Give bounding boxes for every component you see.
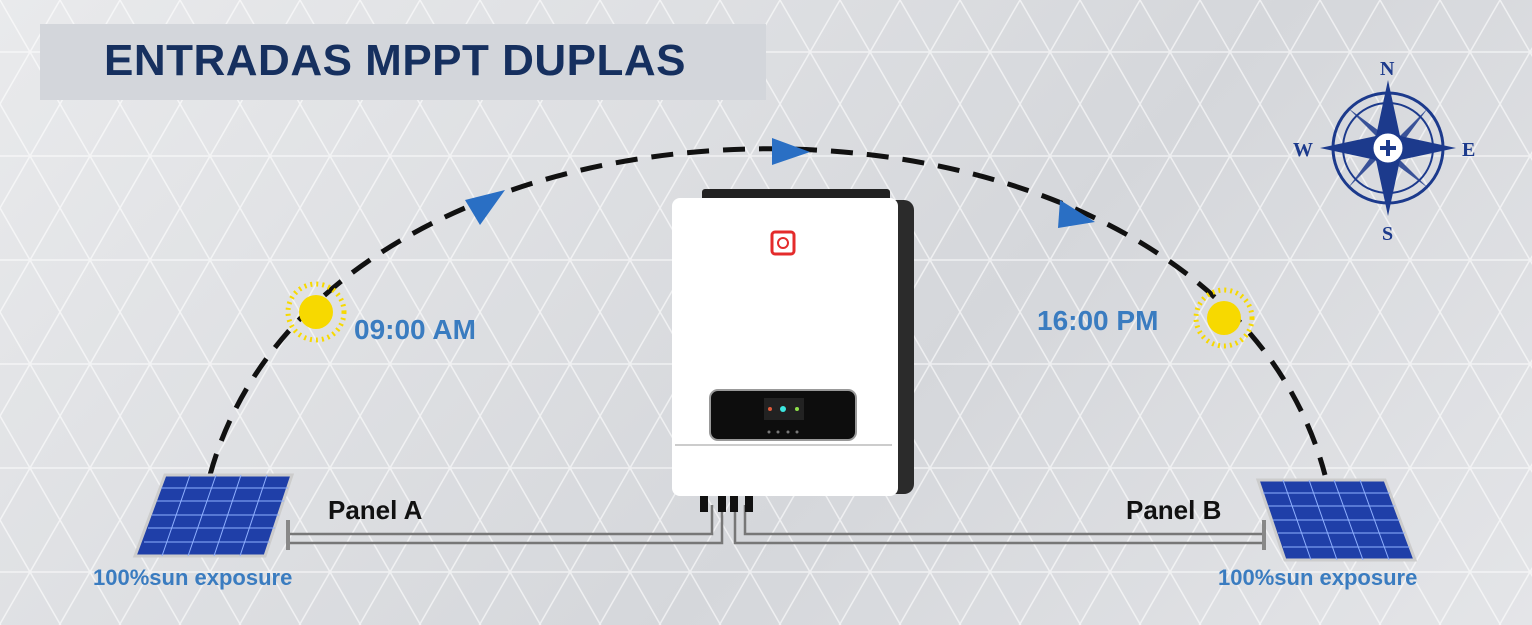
time-afternoon: 16:00 PM [1037,305,1159,336]
solar-panel-b [1255,478,1418,562]
sun-icon [1193,287,1255,349]
exposure-a: 100%sun exposure [93,565,293,590]
panel-b-label: Panel B [1126,495,1222,525]
cable-b [733,505,1265,545]
panel-a-label: Panel A [328,495,423,525]
sun-icon [285,281,347,343]
arrow-icon [772,138,810,165]
compass-w: W [1293,139,1313,161]
cable-a [290,505,724,545]
exposure-b: 100%sun exposure [1218,565,1418,590]
hybrid-inverter [672,189,914,512]
title-banner [40,24,766,100]
compass-e: E [1462,139,1475,161]
arrow-icon [1058,200,1095,228]
compass-icon [1320,80,1456,216]
time-morning: 09:00 AM [354,314,476,345]
arrow-icon [465,190,505,225]
compass-n: N [1380,58,1395,80]
solar-panel-a [132,473,295,558]
power-icon [770,230,796,256]
page-title: ENTRADAS MPPT DUPLAS [104,36,687,85]
compass-s: S [1382,223,1393,245]
